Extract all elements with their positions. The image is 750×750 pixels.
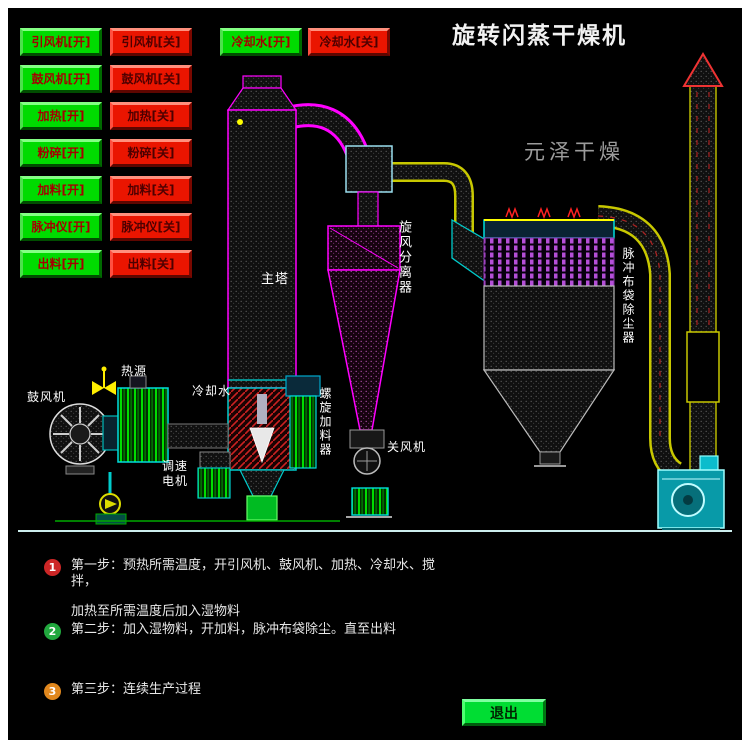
blower-off-button[interactable]: 鼓风机[关] (110, 65, 192, 93)
step-1-text-line2: 加热至所需温度后加入湿物料 (71, 604, 241, 619)
feeding-off-button[interactable]: 加料[关] (110, 176, 192, 204)
pipe-tower-to-box (284, 103, 369, 157)
label-rotary-valve: 关风机 (387, 440, 427, 454)
label-cooling-water: 冷却水 (192, 384, 232, 398)
step-1-badge: 1 (44, 559, 61, 576)
label-heat-source: 热源 (121, 364, 148, 378)
rotary-valve (346, 429, 392, 518)
label-speed-motor: 调速电机 (162, 459, 189, 488)
crusher-off-button[interactable]: 粉碎[关] (110, 139, 192, 167)
dust-collector (451, 206, 616, 467)
pulse-on-button[interactable]: 脉冲仪[开] (20, 213, 102, 241)
discharge-on-button[interactable]: 出料[开] (20, 250, 102, 278)
screw-feeder-unit (285, 375, 321, 469)
step-2-badge: 2 (44, 623, 61, 640)
floor-line (18, 520, 732, 532)
cooling-water-on-button[interactable]: 冷却水[开] (220, 28, 302, 56)
watermark-text: 元泽干燥 (524, 140, 624, 164)
main-tower (226, 75, 298, 389)
heating-off-button[interactable]: 加热[关] (110, 102, 192, 130)
label-main-tower: 主塔 (261, 272, 290, 287)
label-dust-collector: 脉冲布袋除尘器 (621, 247, 635, 345)
speed-motor-unit (197, 451, 231, 499)
hot-air-chamber (227, 387, 297, 521)
pipe-dust-collector-to-exhaust (597, 205, 683, 482)
cyclone-separator (327, 191, 401, 431)
label-screw-feeder: 螺旋加料器 (318, 387, 332, 457)
blower-fan (49, 403, 120, 475)
exhaust-fan (657, 455, 725, 531)
cooling-water-off-button[interactable]: 冷却水[关] (308, 28, 390, 56)
expansion-box (345, 145, 393, 193)
step-2-text: 第二步：加入湿物料，开加料，脉冲布袋除尘。直至出料 (71, 622, 397, 637)
step-2: 2 第二步：加入湿物料，开加料，脉冲布袋除尘。直至出料 (44, 622, 491, 640)
label-cyclone: 旋风分离器 (396, 220, 411, 295)
step-1-text: 第一步：预热所需温度，开引风机、鼓风机、加热、冷却水、搅拌， (71, 558, 436, 589)
blower-on-button[interactable]: 鼓风机[开] (20, 65, 102, 93)
pipe-box-to-dust-collector (392, 162, 474, 232)
step-3-text: 第三步：连续生产过程 (71, 682, 202, 697)
induced-fan-off-button[interactable]: 引风机[关] (110, 28, 192, 56)
heating-on-button[interactable]: 加热[开] (20, 102, 102, 130)
pulse-off-button[interactable]: 脉冲仪[关] (110, 213, 192, 241)
exit-button[interactable]: 退出 (462, 699, 546, 726)
step-1: 1 第一步：预热所需温度，开引风机、鼓风机、加热、冷却水、搅拌， 加热至所需温度… (44, 558, 443, 620)
step-3-badge: 3 (44, 683, 61, 700)
step-3: 3 第三步：连续生产过程 (44, 682, 491, 700)
induced-fan-on-button[interactable]: 引风机[开] (20, 28, 102, 56)
label-blower: 鼓风机 (27, 390, 67, 404)
feeding-on-button[interactable]: 加料[开] (20, 176, 102, 204)
crusher-on-button[interactable]: 粉碎[开] (20, 139, 102, 167)
discharge-off-button[interactable]: 出料[关] (110, 250, 192, 278)
exhaust-chimney (682, 52, 724, 471)
heat-exchanger (92, 366, 229, 463)
pump (95, 472, 127, 525)
page-title: 旋转闪蒸干燥机 (452, 23, 627, 49)
